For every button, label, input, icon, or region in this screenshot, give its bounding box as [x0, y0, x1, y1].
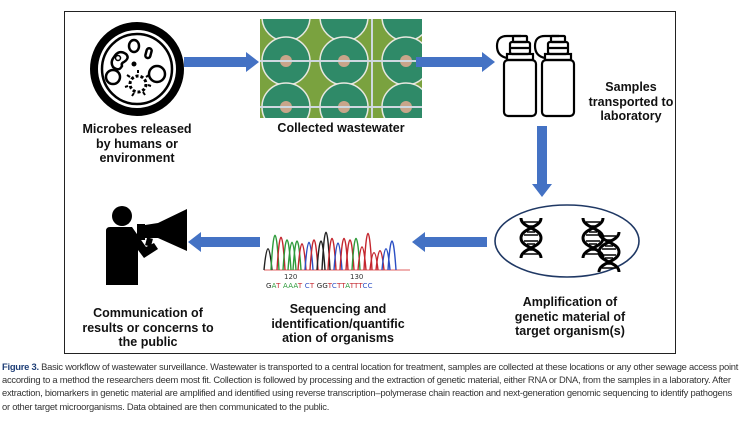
dna-helix-icon — [597, 231, 621, 273]
arrow-right-2 — [416, 52, 495, 72]
sequence-base: A — [293, 282, 298, 290]
chromatogram-peak — [282, 239, 292, 271]
sequence-base: A — [283, 282, 289, 290]
chromatogram-peak — [287, 241, 297, 271]
sequence-base: G — [266, 282, 272, 290]
sequence-base: T — [349, 282, 355, 290]
figure-caption: Figure 3. Basic workflow of wastewater s… — [2, 360, 742, 413]
sequence-base: T — [276, 282, 281, 290]
wastewater-treatment-photo — [260, 19, 422, 118]
chromatogram-peak — [292, 240, 302, 271]
sample-bottles-icon — [495, 34, 576, 118]
sequence-base: A — [345, 282, 350, 290]
sequence-base: T — [297, 282, 303, 290]
sequence-base: A — [271, 282, 277, 290]
diagram-frame — [64, 11, 676, 354]
chromatogram-peak — [369, 251, 379, 271]
chromatogram-peak — [316, 240, 326, 271]
step-label-sequencing: Sequencing and identification/quantific … — [271, 302, 405, 345]
sequence-base: A — [288, 282, 294, 290]
step-label-communication: Communication of results or concerns to … — [82, 306, 214, 349]
arrow-left-1 — [412, 232, 487, 252]
sequence-base: C — [367, 282, 373, 290]
sequence-base: C — [331, 282, 337, 290]
sequence-base: T — [354, 282, 359, 290]
amplification-ellipse — [494, 204, 640, 278]
chromatogram-peak — [357, 246, 367, 271]
step-label-microbes: Microbes released by humans or environme… — [82, 122, 192, 165]
sequence-base: T — [336, 282, 342, 290]
arrow-down — [532, 126, 552, 197]
chromatogram-tick-120: 120 — [284, 273, 298, 281]
step-label-samples: Samples transported to laboratory — [588, 80, 674, 123]
sequence-base: T — [309, 282, 315, 290]
dna-sequence-readout: GAT AAAT CT GGTCTTATTTCC — [266, 282, 373, 290]
caption-text: Basic workflow of wastewater surveillanc… — [2, 361, 739, 412]
chromatogram-peak — [304, 241, 314, 271]
megaphone-person-icon — [106, 206, 187, 285]
sequence-base: T — [358, 282, 363, 290]
sequence-base: C — [362, 282, 368, 290]
chromatogram-peak — [363, 233, 373, 271]
sequence-base: T — [341, 282, 346, 290]
chromatogram-peak — [375, 250, 385, 271]
dna-helix-icon — [519, 217, 543, 259]
figure-label: Figure 3. — [2, 361, 39, 372]
arrow-right-1 — [184, 52, 259, 72]
sequence-base: T — [327, 282, 332, 290]
sequence-base: G — [316, 282, 323, 290]
chromatogram-tick-130: 130 — [350, 273, 364, 281]
step-label-amplification: Amplification of genetic material of tar… — [514, 295, 626, 338]
chromatogram-peak — [387, 240, 397, 271]
chromatogram-peak — [381, 248, 391, 271]
arrow-left-2 — [188, 232, 260, 252]
sequence-base: C — [304, 282, 310, 290]
sequence-base: G — [322, 282, 328, 290]
step-label-wastewater: Collected wastewater — [277, 121, 405, 135]
petri-dish-microbes-icon — [90, 22, 184, 116]
chromatogram-icon — [263, 231, 410, 271]
